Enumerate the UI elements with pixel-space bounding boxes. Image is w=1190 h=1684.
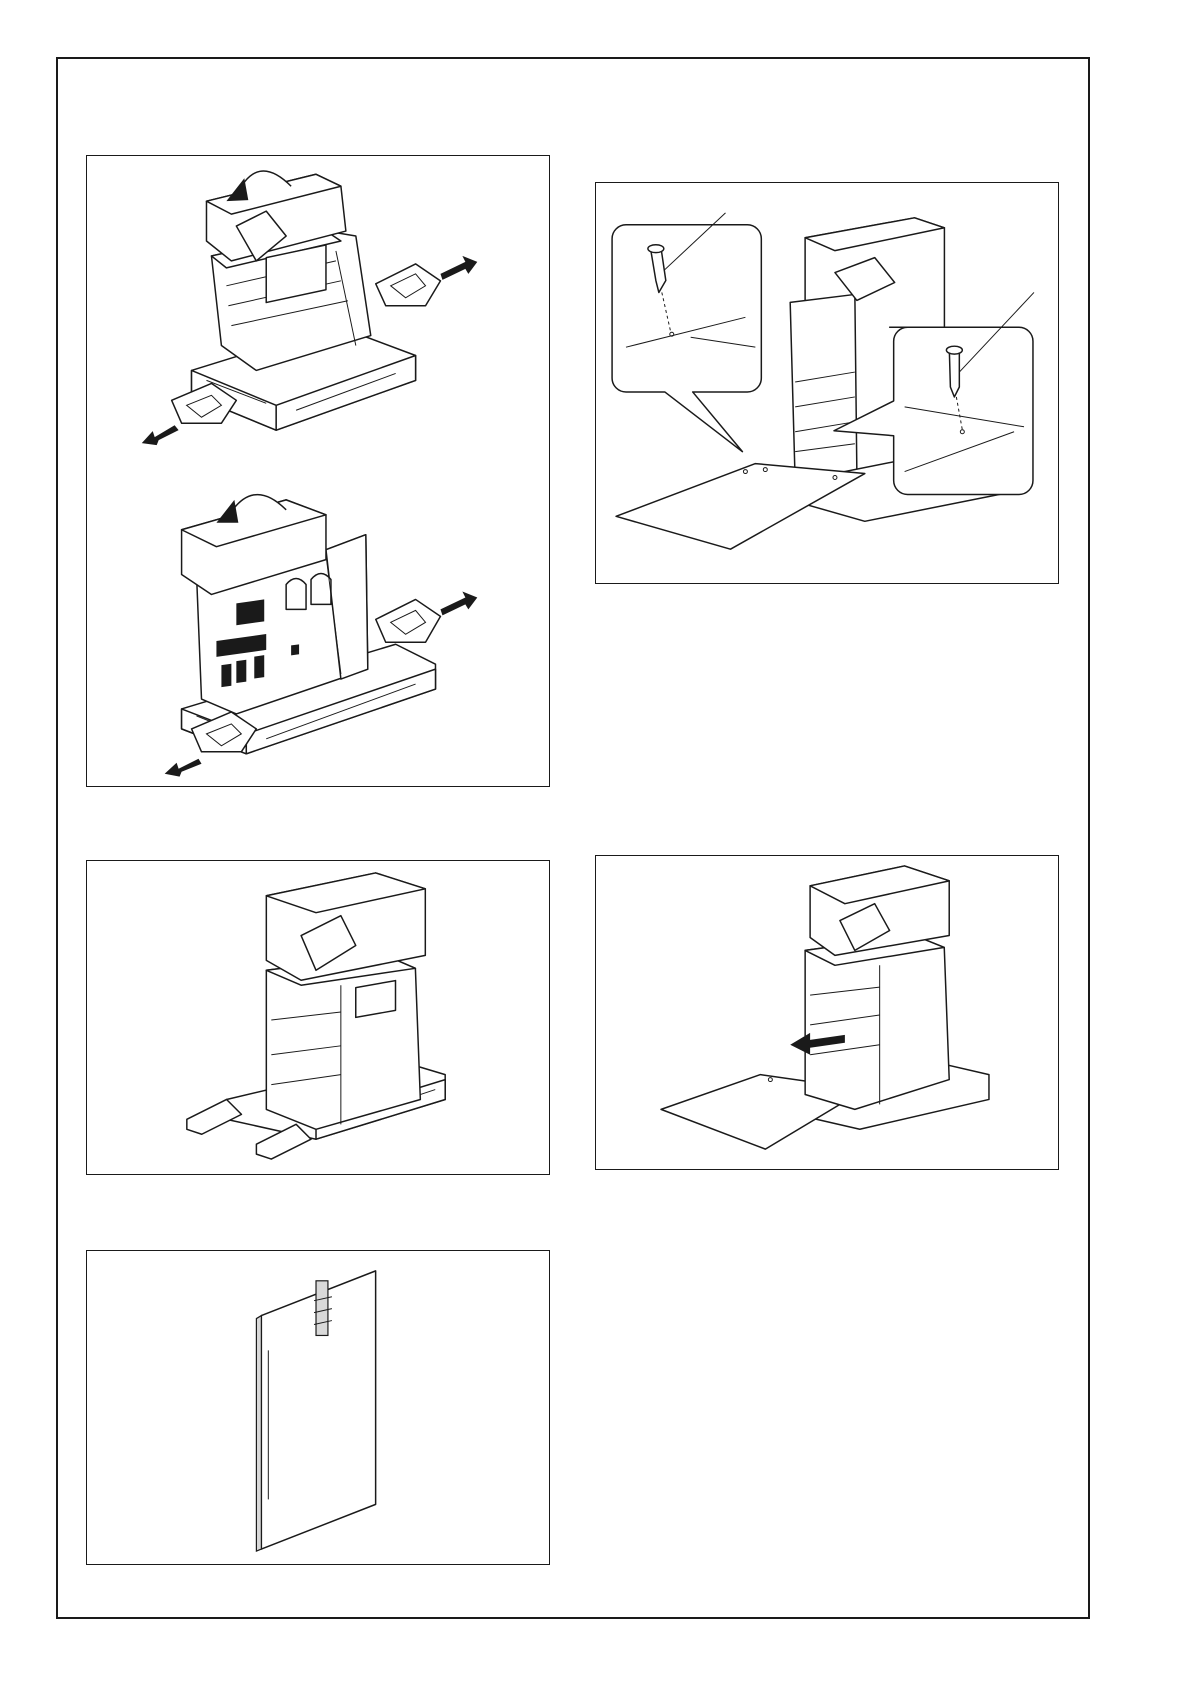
illustration-pull-down-ramp — [596, 856, 1058, 1169]
figure-remove-side-pads — [86, 155, 550, 787]
illustration-machine-on-pallet — [87, 861, 549, 1174]
figure-ramp-board — [86, 1250, 550, 1565]
figure-ramp-nailing — [595, 182, 1059, 584]
figure-pull-down-ramp — [595, 855, 1059, 1170]
illustration-ramp-nailing — [596, 183, 1058, 583]
illustration-remove-side-pads — [87, 156, 549, 786]
illustration-ramp-board — [87, 1251, 549, 1564]
figure-machine-on-pallet — [86, 860, 550, 1175]
